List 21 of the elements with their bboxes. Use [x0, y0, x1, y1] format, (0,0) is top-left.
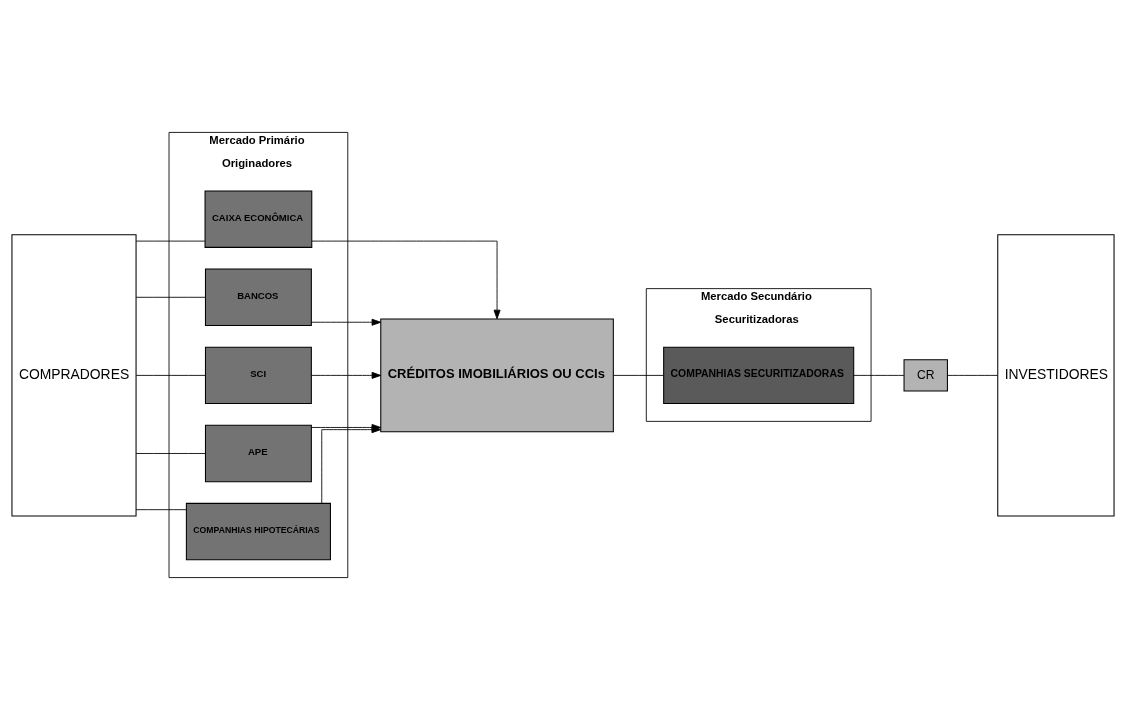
node-box: SCI	[204, 346, 312, 404]
node-box: BANCOS	[204, 268, 312, 326]
arrow	[310, 371, 382, 379]
node-box: COMPRADORES	[11, 233, 137, 516]
arrow	[310, 318, 382, 326]
connector	[853, 374, 905, 376]
connector	[135, 374, 206, 376]
arrow	[311, 240, 501, 319]
connector	[947, 374, 998, 376]
connector	[135, 296, 206, 298]
node-box: INVESTIDORES	[997, 233, 1115, 516]
connector	[135, 508, 187, 510]
connector	[613, 374, 664, 376]
node-box: CR	[903, 358, 948, 392]
node-box: COMPANHIAS HIPOTECÁRIAS	[185, 502, 331, 560]
connector	[135, 452, 206, 454]
connector	[135, 240, 206, 242]
node-box: CAIXA ECONÔMICA	[204, 189, 313, 248]
node-box: COMPANHIAS SECURITIZADORAS	[663, 346, 855, 404]
node-box: CRÉDITOS IMOBILIÁRIOS OU CCIs	[380, 317, 614, 432]
node-box: APE	[204, 424, 312, 482]
